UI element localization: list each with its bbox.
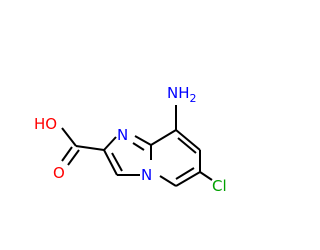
hydroxyl-label: HO — [34, 115, 57, 133]
bond-c2-c3-inner — [111, 152, 123, 172]
amine-subscript: 2 — [190, 92, 197, 105]
bond-c2-ccooh — [75, 145, 105, 151]
bond-lines — [61, 105, 213, 187]
amine-text: NH — [167, 84, 190, 102]
bond-c8a-c8 — [150, 129, 177, 146]
carbonyl-oxygen-label: O — [53, 164, 65, 182]
bond-c2-c3 — [103, 149, 118, 176]
amine-label: NH2 — [167, 84, 197, 105]
bond-c-o-double-b — [67, 149, 80, 166]
bond-c-oh — [61, 127, 77, 147]
molecule-structure: NH2 N N HO O Cl — [34, 84, 227, 195]
bond-c6-cl — [199, 171, 213, 181]
bond-c6-c5 — [175, 171, 201, 187]
bond-c5-n4 — [159, 175, 177, 187]
chlorine-label: Cl — [212, 177, 227, 195]
bond-n1-c2 — [103, 136, 117, 151]
bond-c8-c7 — [175, 129, 201, 151]
atom-labels: NH2 N N HO O Cl — [34, 84, 227, 195]
ring-nitrogen-bridge: N — [141, 166, 152, 184]
bond-c-o-double-a — [61, 146, 73, 162]
bond-c6-c5-inner — [175, 167, 195, 180]
bond-c8-c7-inner — [177, 137, 197, 154]
bond-c8a-n1-inner — [132, 142, 145, 151]
ring-nitrogen-top: N — [117, 126, 128, 144]
bond-c8a-n1 — [134, 135, 152, 146]
